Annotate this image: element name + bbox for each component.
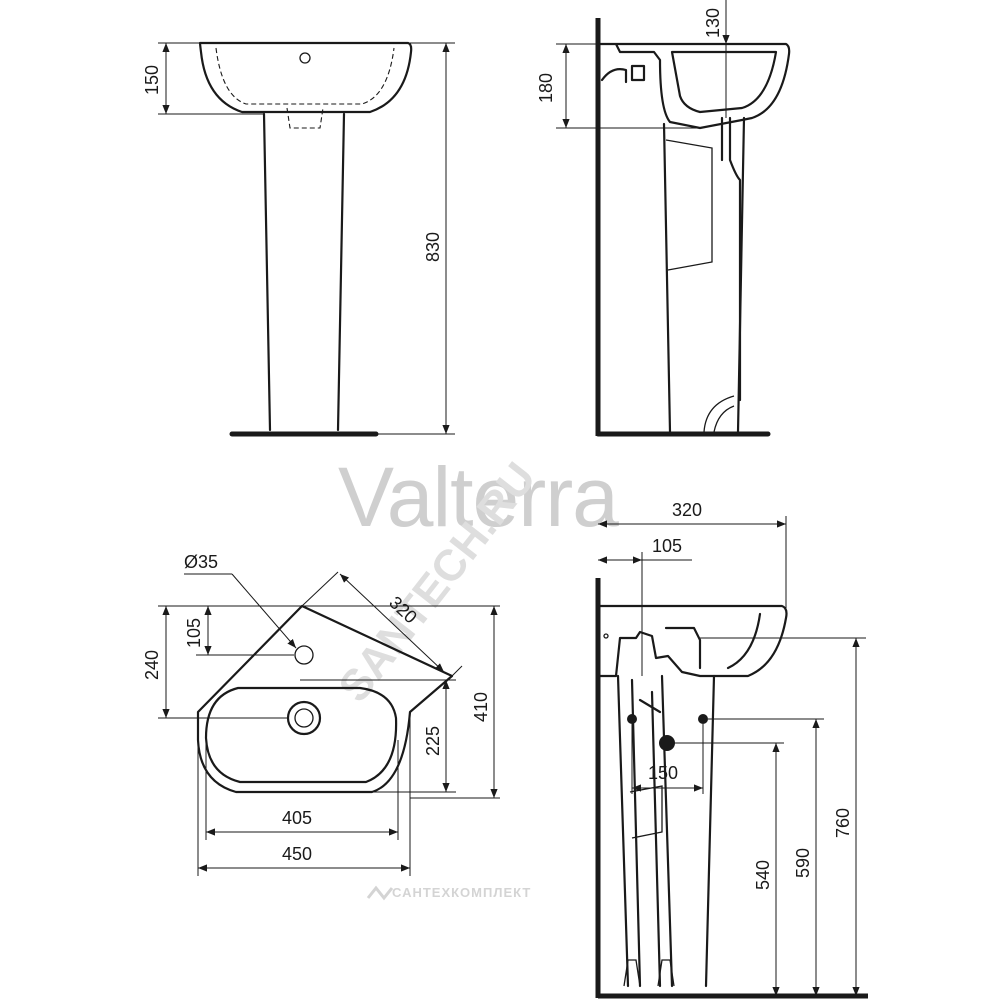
install-screw-dot (603, 633, 609, 639)
front-tap-hole (299, 52, 311, 64)
front-pedestal (262, 112, 346, 432)
side-siphon-bend (703, 395, 735, 433)
plan-dia-leader (231, 573, 297, 649)
plan-dim-hole-diameter: Ø35 (184, 552, 218, 572)
side-view: 180 130 (536, 0, 791, 437)
side-basin-outline (598, 42, 791, 130)
install-basin-inner (664, 612, 762, 670)
watermark-footer: САНТЕХКОМПЛЕКТ (366, 885, 531, 901)
install-dim-hole-projection: 105 (652, 536, 682, 556)
side-mount-bracket (600, 64, 646, 84)
install-dim-bolt-height: 590 (793, 848, 813, 878)
side-basin-inner (670, 50, 778, 114)
install-dim-rim-height: 760 (833, 808, 853, 838)
front-view: 150 830 (142, 41, 455, 437)
watermark-brand: Valterra (338, 450, 619, 544)
watermark-footer-text: САНТЕХКОМПЛЕКТ (392, 885, 531, 900)
install-dim-projection: 320 (672, 500, 702, 520)
side-dim-top-rim: 130 (703, 8, 723, 38)
plan-dim320-ext-b (451, 665, 463, 677)
plan-tap-hole (294, 645, 314, 665)
front-siphon-cutout (286, 107, 324, 129)
watermark-footer-logo-icon (366, 885, 394, 901)
plan-dim-total-depth: 410 (471, 692, 491, 722)
plan-drain-inner (294, 708, 314, 728)
plan-dim320-ext-a (301, 571, 339, 607)
front-basin-outline (198, 41, 413, 114)
front-basin-inner (215, 47, 395, 105)
install-siphon-feet (623, 959, 675, 987)
install-pedestal (660, 674, 716, 988)
plan-dim-hole-offset: 105 (184, 618, 204, 648)
side-pedestal-inner (665, 139, 713, 271)
install-view: 320 105 150 540 590 760 (595, 500, 868, 999)
plan-bowl (204, 686, 398, 784)
side-dim-basin-height: 180 (536, 73, 556, 103)
plan-drain-outer (286, 700, 322, 736)
front-dim-total-height: 830 (423, 232, 443, 262)
plan-dim-bowl-width: 405 (282, 808, 312, 828)
front-dim-basin-depth: 150 (142, 65, 162, 95)
plan-dim-bowl-depth: 225 (423, 726, 443, 756)
plan-dim320-line (339, 573, 445, 673)
plan-dim-total-width: 450 (282, 844, 312, 864)
install-bolt-left (627, 714, 637, 724)
side-siphon-pipe (720, 116, 742, 402)
install-basin-outline (598, 604, 788, 678)
plan-dim-drain-offset: 240 (142, 650, 162, 680)
install-siphon (616, 674, 662, 988)
install-bolt-right (698, 714, 708, 724)
install-dim-drain-height: 540 (753, 860, 773, 890)
plan-view: Ø35 320 105 240 225 410 405 (142, 552, 500, 876)
install-drain-outlet (659, 735, 675, 751)
install-dim-bolt-spacing: 150 (648, 763, 678, 783)
